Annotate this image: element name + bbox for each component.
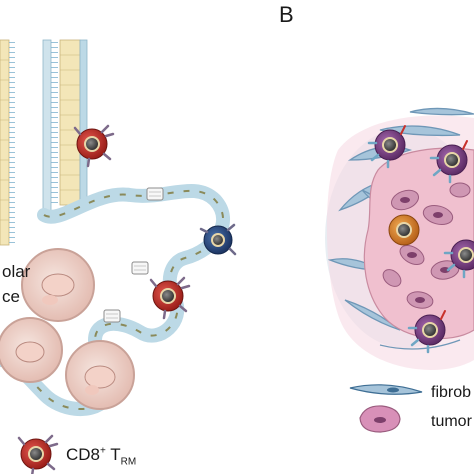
alveolus — [65, 340, 135, 410]
epithelial-cell — [146, 187, 164, 201]
airway-left-wall — [0, 39, 15, 246]
legend-trm-label: CD8+ TRM — [66, 445, 136, 467]
fibroblast-legend-icon — [349, 384, 423, 395]
trm-label-t: T — [105, 445, 121, 464]
panel-label-b: B — [279, 2, 294, 27]
trm-label-sup: + — [100, 445, 106, 457]
alveolar-label-line1: olar — [2, 262, 31, 281]
tumor-mass — [363, 147, 474, 340]
alveolar-label-line2: ce — [2, 287, 20, 306]
trm-label-base: CD8 — [66, 445, 101, 464]
orange-immune-cell — [388, 214, 420, 246]
legend-fibroblast-label: fibrob — [431, 384, 472, 401]
alveolus — [21, 248, 95, 322]
epithelial-cell — [131, 261, 149, 275]
airway-right-wall — [42, 39, 88, 216]
alveolus — [0, 317, 63, 383]
legend-tumor-label: tumor — [431, 413, 472, 430]
tumor-cell-legend-icon — [359, 405, 401, 433]
trm-label-sub: RM — [120, 456, 137, 468]
trm-legend-icon — [17, 434, 59, 474]
epithelial-cell — [103, 309, 121, 323]
